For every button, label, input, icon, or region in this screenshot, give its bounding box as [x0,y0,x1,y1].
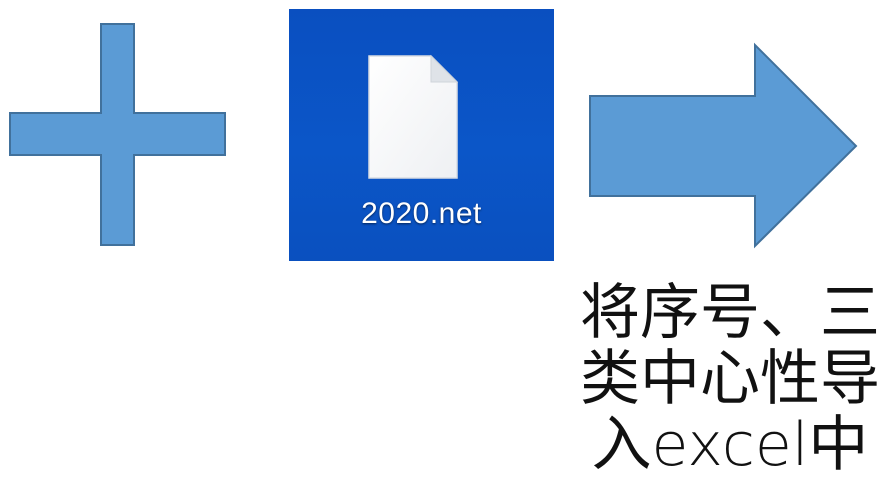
file-name-label: 2020.net [361,197,482,230]
right-arrow-icon [589,42,858,249]
caption-line-1: 将序号、三 [580,278,880,348]
desktop-file-tile[interactable]: 2020.net [289,9,554,261]
caption-text: 将序号、三 类中心性导 入excel中 [568,280,892,478]
caption-line-3: 入excel中 [591,410,869,480]
caption-line-2: 类中心性导 [580,344,880,414]
blank-file-icon [368,54,459,179]
plus-icon [9,23,226,246]
